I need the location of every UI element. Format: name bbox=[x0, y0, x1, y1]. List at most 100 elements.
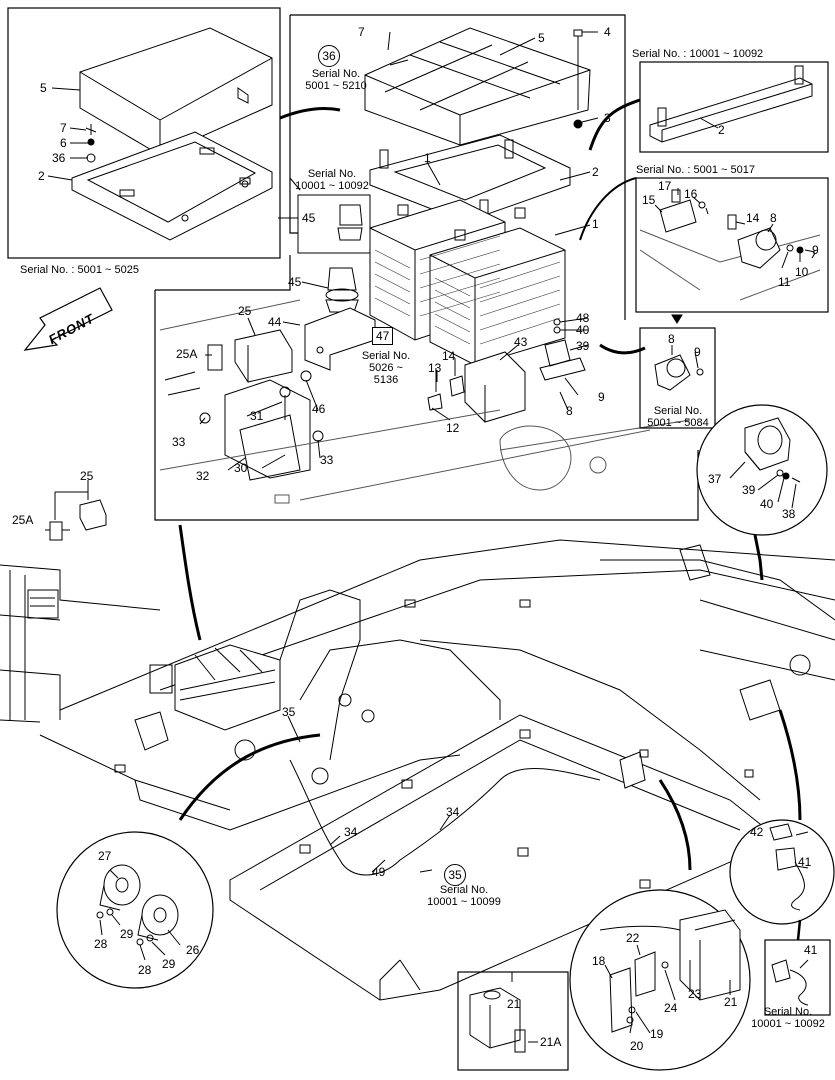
label-38: 38 bbox=[782, 507, 796, 521]
label-43: 43 bbox=[514, 335, 528, 349]
connector-curve-g bbox=[178, 733, 321, 821]
detail-box-5001-5017 bbox=[635, 177, 829, 313]
label-7-tl: 7 bbox=[60, 121, 67, 135]
label-19: 19 bbox=[650, 1027, 664, 1041]
label-9-right: 9 bbox=[812, 243, 819, 257]
label-40-circle: 40 bbox=[760, 497, 774, 511]
label-41-box: 41 bbox=[804, 943, 818, 957]
detail-box-41-bottom bbox=[764, 939, 831, 1016]
label-21A: 21A bbox=[540, 1035, 562, 1049]
label-32: 32 bbox=[196, 469, 210, 483]
connector-curve-i bbox=[658, 779, 692, 871]
label-28-upper: 28 bbox=[94, 937, 108, 951]
label-11: 11 bbox=[778, 275, 791, 289]
detail-lamp-25 bbox=[45, 480, 107, 541]
serial-5001-5017: Serial No. : 5001 ~ 5017 bbox=[636, 164, 755, 176]
label-9-detail: 9 bbox=[694, 345, 701, 359]
connector-curve-c bbox=[599, 343, 646, 355]
label-17: 17 bbox=[658, 179, 672, 193]
label-14-right: 14 bbox=[746, 211, 760, 225]
label-21-box: 21 bbox=[507, 997, 521, 1011]
connector-curve-e bbox=[753, 534, 764, 581]
detail-circle-41 bbox=[729, 819, 835, 925]
label-26: 26 bbox=[186, 943, 200, 957]
detail-box-10001-top bbox=[639, 61, 829, 153]
circled-36: 36 bbox=[318, 45, 340, 67]
connector-curve-j bbox=[796, 919, 802, 941]
label-36-tl: 36 bbox=[52, 151, 66, 165]
detail-circle-horn bbox=[56, 831, 214, 989]
serial-10001-10092-switch: Serial No. 10001 ~ 10092 bbox=[295, 168, 369, 192]
label-46: 46 bbox=[312, 402, 326, 416]
detail-box-21 bbox=[457, 971, 569, 1071]
label-24: 24 bbox=[664, 1001, 678, 1015]
label-22: 22 bbox=[626, 931, 640, 945]
label-39-main: 39 bbox=[576, 339, 590, 353]
label-34-left: 34 bbox=[344, 825, 358, 839]
main-battery-view bbox=[154, 14, 699, 521]
detail-box-5001-5084 bbox=[639, 327, 716, 429]
serial-10001-10092-bottom: Serial No. 10001 ~ 10092 bbox=[751, 1006, 825, 1030]
label-13: 13 bbox=[428, 361, 442, 375]
label-20: 20 bbox=[630, 1039, 644, 1053]
label-39-circle: 39 bbox=[742, 483, 756, 497]
label-4: 4 bbox=[604, 25, 611, 39]
serial-5026-5136: Serial No. 5026 ~ 5136 bbox=[361, 350, 411, 386]
label-10: 10 bbox=[795, 265, 809, 279]
label-16: 16 bbox=[684, 187, 698, 201]
label-2-main: 2 bbox=[592, 165, 599, 179]
label-8-detail: 8 bbox=[668, 332, 675, 346]
detail-circle-washer bbox=[569, 889, 751, 1071]
connector-curve-d bbox=[579, 177, 637, 241]
label-2-tr: 2 bbox=[718, 123, 725, 137]
label-28-lower: 28 bbox=[138, 963, 152, 977]
label-15: 15 bbox=[642, 193, 656, 207]
label-2-tl: 2 bbox=[38, 169, 45, 183]
label-30: 30 bbox=[234, 461, 248, 475]
label-37: 37 bbox=[708, 472, 722, 486]
label-12: 12 bbox=[446, 421, 460, 435]
label-31: 31 bbox=[250, 409, 264, 423]
label-1-plate: 1 bbox=[424, 151, 431, 165]
connector-curve-b bbox=[588, 98, 641, 151]
label-25A-main: 25A bbox=[176, 347, 198, 361]
connector-curve-f bbox=[178, 524, 202, 641]
label-44: 44 bbox=[268, 315, 282, 329]
label-42: 42 bbox=[750, 825, 764, 839]
label-29-lower: 29 bbox=[162, 957, 176, 971]
detail-circle-37 bbox=[696, 404, 828, 536]
label-9-main: 9 bbox=[598, 390, 605, 404]
label-45-lower: 45 bbox=[288, 275, 302, 289]
label-40-main: 40 bbox=[576, 323, 590, 337]
serial-10001-10099: Serial No. 10001 ~ 10099 bbox=[427, 884, 501, 908]
label-29-upper: 29 bbox=[120, 927, 134, 941]
serial-5001-5025: Serial No. : 5001 ~ 5025 bbox=[20, 264, 139, 276]
down-arrow bbox=[671, 314, 683, 324]
label-8-right: 8 bbox=[770, 211, 777, 225]
label-21-circle: 21 bbox=[724, 995, 738, 1009]
label-45-upper: 45 bbox=[302, 211, 316, 225]
label-14-main: 14 bbox=[442, 349, 456, 363]
boxed-47: 47 bbox=[372, 327, 394, 345]
serial-5001-5084: Serial No. 5001 ~ 5084 bbox=[647, 405, 709, 429]
label-34-right: 34 bbox=[446, 805, 460, 819]
label-35: 35 bbox=[282, 705, 296, 719]
label-5-tl: 5 bbox=[40, 81, 47, 95]
label-25-main: 25 bbox=[238, 304, 252, 318]
label-33-left: 33 bbox=[172, 435, 186, 449]
label-27: 27 bbox=[98, 849, 112, 863]
label-25-detail: 25 bbox=[80, 469, 94, 483]
label-18: 18 bbox=[592, 954, 606, 968]
connector-curve-a bbox=[279, 106, 341, 120]
label-41-circle: 41 bbox=[798, 855, 812, 869]
detail-box-cover-5001 bbox=[7, 7, 281, 259]
label-33-right: 33 bbox=[320, 453, 334, 467]
serial-5001-5210: Serial No. 5001 ~ 5210 bbox=[305, 68, 367, 92]
connector-curve-h bbox=[778, 709, 802, 821]
serial-10001-10092-top: Serial No. : 10001 ~ 10092 bbox=[632, 48, 764, 60]
label-6: 6 bbox=[60, 136, 67, 150]
label-8-main: 8 bbox=[566, 404, 573, 418]
label-7-main: 7 bbox=[358, 25, 365, 39]
